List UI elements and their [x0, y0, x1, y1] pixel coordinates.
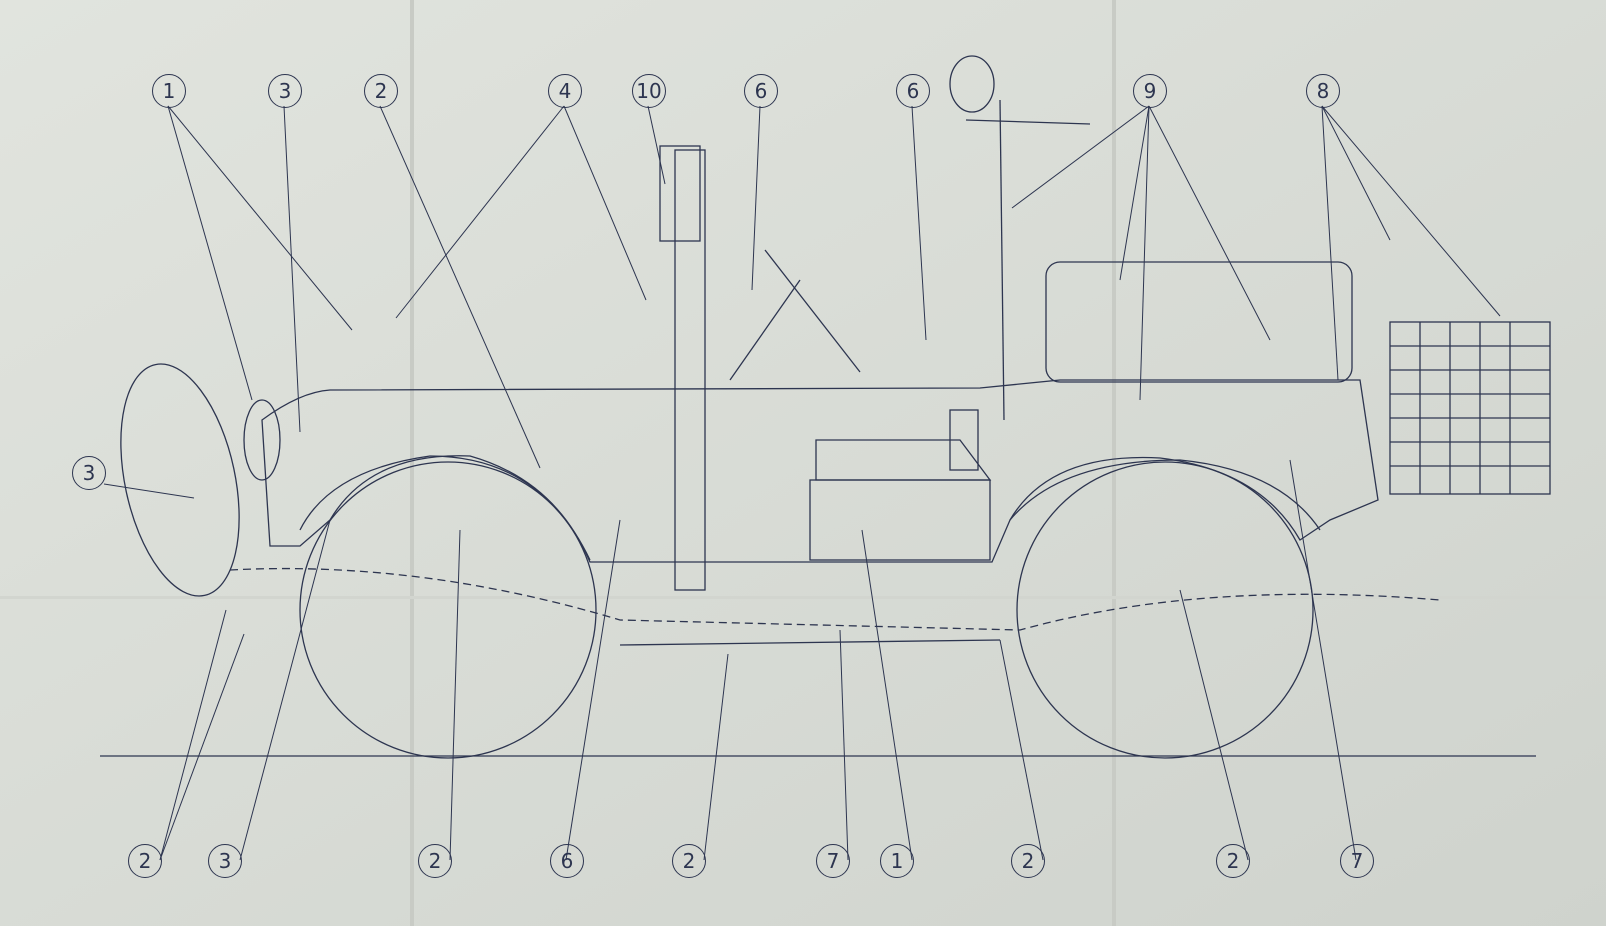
chassis-frame	[229, 567, 1441, 631]
steering-wheel	[764, 249, 861, 373]
callout-b2a[interactable]: 2	[128, 844, 162, 878]
rear-wheel	[1016, 461, 1314, 759]
seat-base	[809, 479, 991, 561]
windshield-frame	[674, 149, 706, 591]
exhaust-line	[619, 639, 1001, 646]
cargo-grid	[1390, 322, 1550, 494]
lamp-arm	[965, 119, 1091, 125]
rear-cargo-box	[1389, 321, 1551, 495]
windshield-box	[659, 145, 701, 242]
callout-b2e[interactable]: 2	[1216, 844, 1250, 878]
callout-c4[interactable]: 4	[548, 74, 582, 108]
front-wheel	[299, 461, 597, 759]
headlight-front	[243, 399, 281, 481]
callout-b2c[interactable]: 2	[672, 844, 706, 878]
rear-canopy	[1045, 261, 1353, 383]
callout-b2b[interactable]: 2	[418, 844, 452, 878]
callout-c9[interactable]: 9	[1133, 74, 1167, 108]
fold-line-2	[1112, 0, 1116, 926]
callout-c6b[interactable]: 6	[896, 74, 930, 108]
seat-back	[949, 409, 979, 471]
callout-b1[interactable]: 1	[880, 844, 914, 878]
leader-lines	[103, 105, 1501, 861]
fold-line-h	[0, 596, 1606, 599]
callout-c2[interactable]: 2	[364, 74, 398, 108]
spare-wheel	[120, 363, 240, 597]
callout-c6a[interactable]: 6	[744, 74, 778, 108]
callout-b3[interactable]: 3	[208, 844, 242, 878]
callout-c3s[interactable]: 3	[72, 456, 106, 490]
callout-c3[interactable]: 3	[268, 74, 302, 108]
steering-column	[729, 279, 801, 381]
rear-fender	[1009, 459, 1321, 531]
lamp-pole	[999, 99, 1005, 421]
fold-line-1	[410, 0, 414, 926]
callout-c8[interactable]: 8	[1306, 74, 1340, 108]
body-outline	[261, 379, 1379, 563]
callout-c1[interactable]: 1	[152, 74, 186, 108]
callout-c10[interactable]: 10	[632, 74, 666, 108]
callout-b6[interactable]: 6	[550, 844, 584, 878]
search-lamp	[949, 55, 995, 113]
callout-b2d[interactable]: 2	[1011, 844, 1045, 878]
callout-b7b[interactable]: 7	[1340, 844, 1374, 878]
front-fender	[299, 455, 591, 561]
callout-b7a[interactable]: 7	[816, 844, 850, 878]
